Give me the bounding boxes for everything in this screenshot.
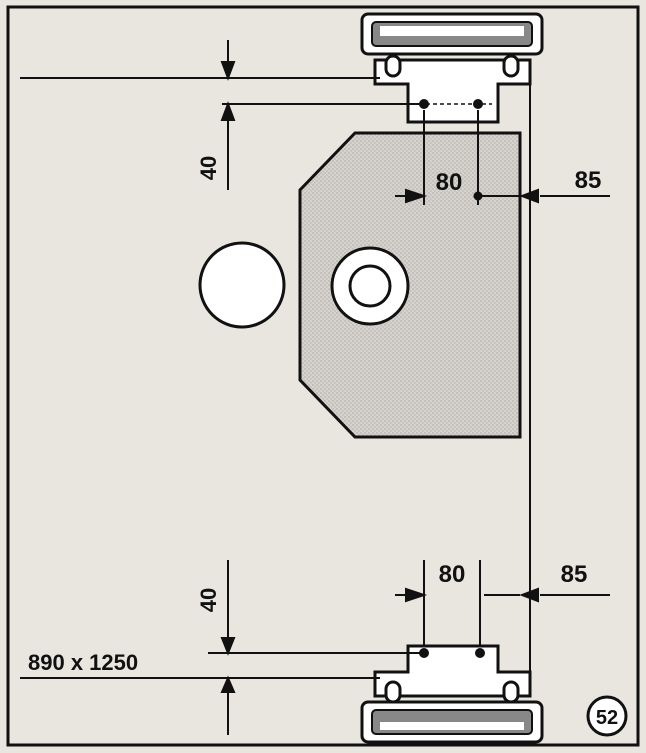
bottom-offset-label: 40 [196,588,221,612]
left-hole [198,241,286,329]
mounting-plate [298,131,522,439]
bottom-pin-spacing-label: 80 [439,561,466,588]
outer-border [6,5,640,747]
top-pin-spacing-label: 80 [436,169,463,196]
figure-number-badge: 52 [586,695,628,737]
top-dimension-lines [20,40,610,205]
top-roller [360,12,544,56]
bottom-dimension-lines [20,560,610,735]
bottom-bracket [373,644,532,704]
top-bracket [373,54,532,124]
bottom-margin-label: 85 [561,561,588,588]
top-margin-label: 85 [575,167,602,194]
top-offset-label: 40 [196,156,221,180]
bottom-roller [360,700,544,744]
size-label: 890 x 1250 [28,650,138,675]
figure-number: 52 [596,707,618,729]
